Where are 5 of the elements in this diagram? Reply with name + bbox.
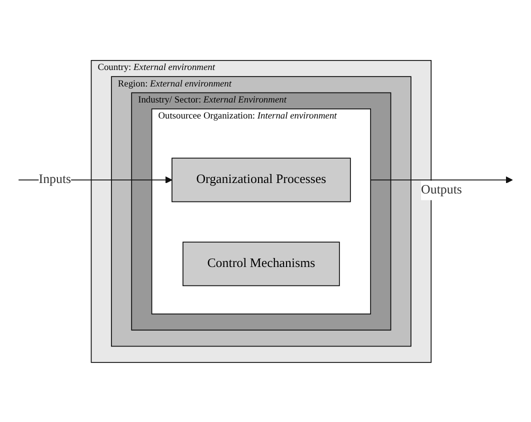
node-box: Control Mechanisms	[182, 241, 340, 286]
edge-label: Inputs	[38, 172, 72, 186]
node-box: Organizational Processes	[172, 157, 351, 202]
edge-label: Outputs	[421, 182, 462, 196]
arrow	[370, 176, 513, 184]
